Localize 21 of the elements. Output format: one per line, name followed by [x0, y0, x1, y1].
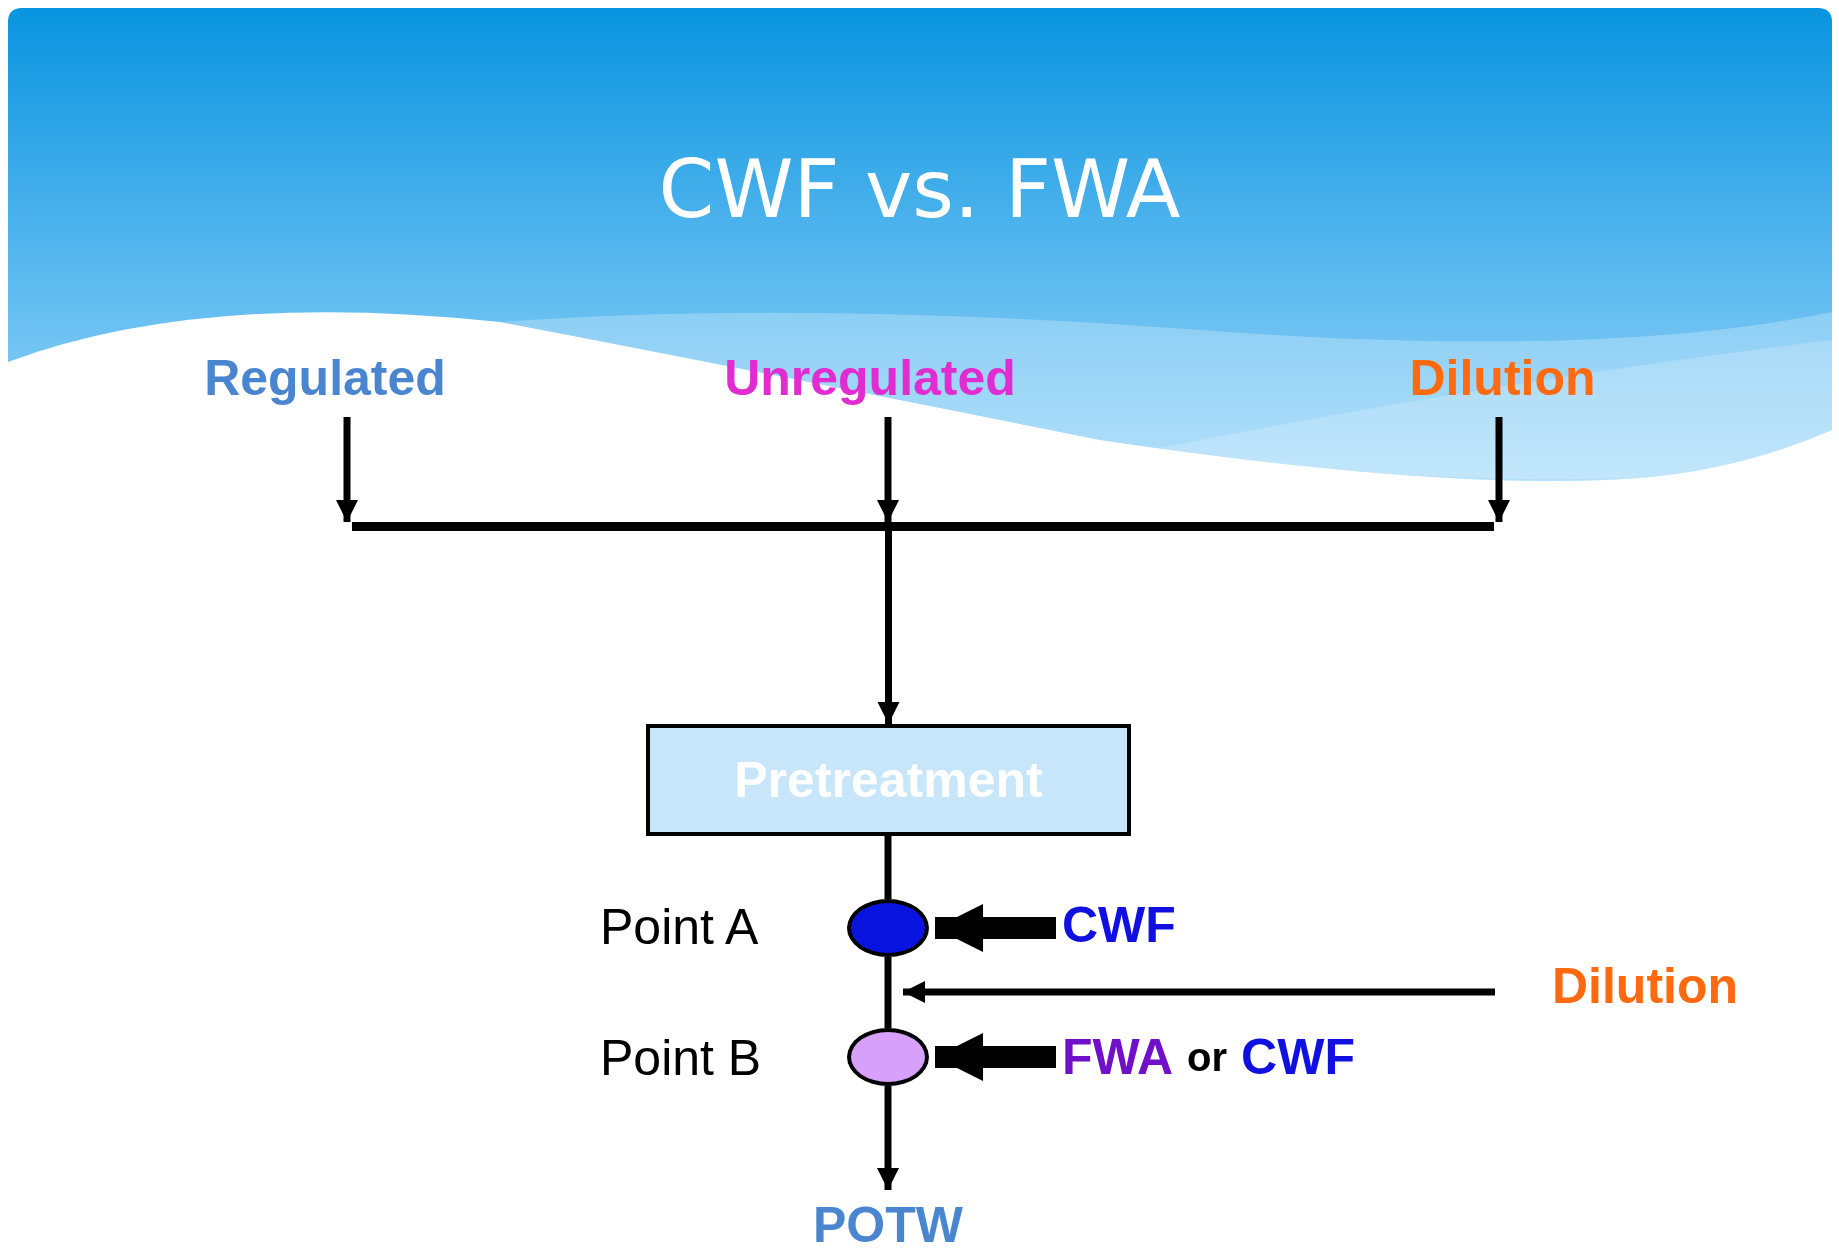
source-label: Regulated	[204, 353, 446, 403]
arrow	[877, 417, 899, 522]
block-arrow	[935, 904, 1056, 952]
point-label: Point A	[600, 902, 759, 952]
connector-word: or	[1187, 1037, 1228, 1077]
slide-title: CWF vs. FWA	[657, 150, 1182, 230]
block-arrow	[935, 1033, 1056, 1081]
junction-bar	[352, 522, 1494, 531]
process-box	[646, 724, 1131, 836]
connector-line	[884, 836, 892, 899]
arrow	[336, 417, 358, 522]
connector-line	[884, 957, 892, 1028]
source-label: Dilution	[1551, 961, 1739, 1011]
arrow	[1488, 417, 1510, 522]
flow-label: CWF	[1062, 900, 1176, 950]
destination-label: POTW	[813, 1200, 963, 1250]
point-label: Point B	[600, 1033, 762, 1083]
flow-label: FWA	[1062, 1032, 1174, 1082]
flow-label: CWF	[1241, 1032, 1355, 1082]
source-label: Dilution	[1409, 353, 1596, 403]
arrow	[877, 531, 900, 724]
